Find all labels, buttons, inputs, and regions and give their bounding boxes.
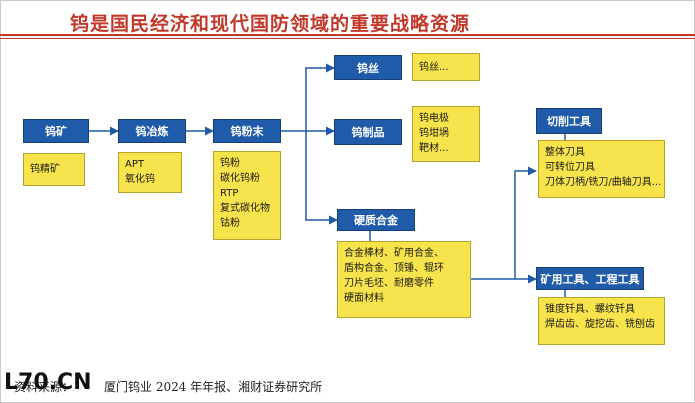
detail-cutting-tools-list: 整体刀具可转位刀具刀体刀柄/铣刀/曲轴刀具...	[545, 145, 661, 190]
arrow-powder-to-wire	[281, 63, 335, 132]
detail-line: 钨丝...	[419, 61, 449, 73]
detail-tungsten-smelting-list: APT 氧化钨	[125, 157, 155, 187]
source-note: 厦门钨业 2024 年年报、湘财证券研究所	[104, 380, 323, 394]
node-tungsten-ore: 钨矿	[23, 119, 89, 143]
detail-tungsten-wire: 钨丝...	[412, 53, 480, 81]
detail-line: 钨坩埚	[419, 128, 449, 139]
detail-line: 钨电极	[419, 113, 449, 124]
detail-tungsten-powder: 钨粉碳化钨粉 RTP 复式碳化物钴粉	[213, 151, 281, 240]
node-tungsten-wire: 钨丝	[334, 55, 402, 80]
detail-line: 整体刀具	[545, 147, 585, 158]
detail-line: 靶材...	[419, 143, 449, 154]
detail-line: 锥度钎具、螺纹钎具	[545, 304, 635, 315]
detail-hard-alloy-list: 合金棒材、矿用合金、盾构合金、顶锤、辊环刀片毛坯、耐磨零件硬面材料	[344, 246, 444, 306]
node-mining-tools: 矿用工具、工程工具	[536, 267, 644, 290]
detail-line: 刀片毛坯、耐磨零件	[344, 278, 434, 289]
node-tungsten-products: 钨制品	[334, 119, 402, 145]
detail-tungsten-powder-list: 钨粉碳化钨粉 RTP 复式碳化物钴粉	[220, 156, 270, 231]
detail-line: 可转位刀具	[545, 162, 595, 173]
detail-line: 复式碳化物	[220, 203, 270, 214]
detail-line: 合金棒材、矿用合金、	[344, 248, 444, 259]
detail-line: 钴粉	[220, 218, 240, 229]
detail-tungsten-ore-list: 钨精矿	[30, 162, 60, 177]
title-rule-thick	[0, 34, 695, 36]
detail-line: RTP	[220, 188, 239, 199]
detail-cutting-tools: 整体刀具可转位刀具刀体刀柄/铣刀/曲轴刀具...	[538, 140, 665, 198]
diagram-title: 钨是国民经济和现代国防领域的重要战略资源	[70, 13, 471, 35]
node-cutting-tools: 切削工具	[536, 108, 602, 134]
detail-tungsten-products: 钨电极钨坩埚靶材...	[412, 106, 480, 162]
detail-line: 氧化钨	[125, 174, 155, 185]
detail-tungsten-wire-list: 钨丝...	[419, 60, 449, 75]
detail-line: 碳化钨粉	[220, 173, 260, 184]
node-hard-alloy: 硬质合金	[337, 209, 415, 231]
detail-line: 刀体刀柄/铣刀/曲轴刀具...	[545, 177, 662, 188]
source-prefix: 资料来源：	[14, 380, 75, 394]
detail-hard-alloy: 合金棒材、矿用合金、盾构合金、顶锤、辊环刀片毛坯、耐磨零件硬面材料	[337, 241, 471, 318]
detail-line: 钨精矿	[30, 164, 60, 175]
detail-tungsten-smelting: APT 氧化钨	[118, 152, 182, 193]
detail-line: APT	[125, 159, 144, 170]
node-tungsten-smelting: 钨冶炼	[118, 119, 186, 143]
detail-line: 硬面材料	[344, 293, 384, 304]
detail-tungsten-products-list: 钨电极钨坩埚靶材...	[419, 111, 449, 156]
detail-line: 钨粉	[220, 158, 240, 169]
arrow-alloy-to-cutting	[471, 166, 537, 280]
detail-line: 焊齿齿、旋挖齿、铣刨齿	[545, 319, 655, 330]
node-tungsten-powder: 钨粉末	[213, 119, 281, 143]
detail-mining-tools: 锥度钎具、螺纹钎具焊齿齿、旋挖齿、铣刨齿	[538, 297, 665, 345]
title-rule-thin	[0, 38, 695, 39]
watermark-logo: L70.CN	[4, 370, 92, 395]
arrow-powder-to-alloy	[305, 131, 338, 225]
detail-tungsten-ore: 钨精矿	[23, 153, 85, 186]
detail-mining-tools-list: 锥度钎具、螺纹钎具焊齿齿、旋挖齿、铣刨齿	[545, 302, 655, 332]
detail-line: 盾构合金、顶锤、辊环	[344, 263, 444, 274]
